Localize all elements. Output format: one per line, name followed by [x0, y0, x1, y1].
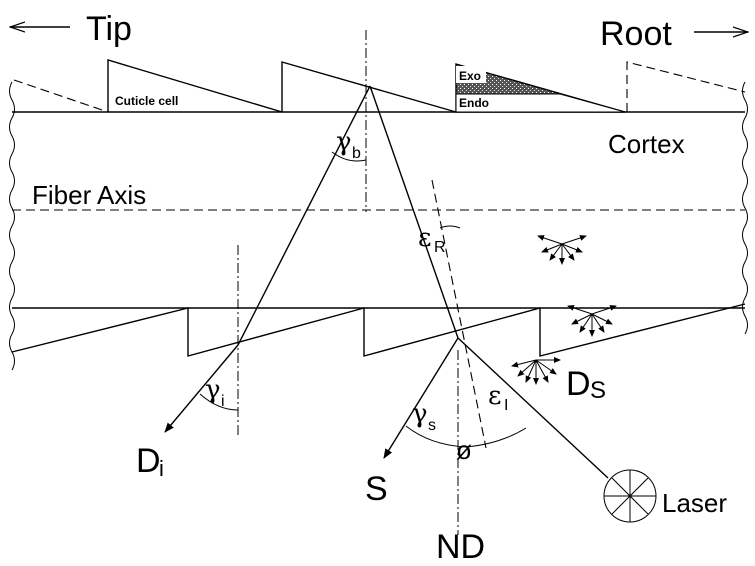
top-cuticle-cell-1 [107, 59, 283, 113]
laser-source: Laser [603, 469, 727, 523]
di-label: D [136, 442, 161, 480]
root-label: Root [600, 15, 672, 53]
epsilon-r-symbol: ε [418, 223, 431, 253]
gamma-s-symbol: γ [412, 399, 428, 429]
ds-label: D [566, 365, 591, 403]
nd-label: ND [436, 528, 485, 566]
di-subscript: i [159, 456, 164, 481]
ray-path [164, 85, 609, 479]
phi-symbol: ø [456, 435, 472, 465]
epsilon-r-arc [439, 225, 461, 229]
cuticle-cell-label: Cuticle cell [115, 94, 178, 108]
exo-label-bg [456, 66, 486, 83]
top-cuticle-dashed-right [626, 61, 746, 112]
epsilon-i-subscript: I [504, 397, 508, 414]
gamma-b-subscript: b [352, 145, 361, 162]
gamma-i-subscript: i [221, 393, 225, 410]
laser-label: Laser [662, 488, 727, 518]
tip-direction: Tip [10, 10, 132, 48]
tip-label: Tip [86, 10, 132, 48]
scatter-fan-ds [511, 357, 561, 385]
scatter-fan-middle [537, 235, 587, 265]
cortex-label: Cortex [608, 129, 685, 159]
gamma-b-arc [331, 151, 367, 162]
refracted-ray [369, 85, 459, 339]
endo-label: Endo [459, 96, 489, 110]
exo-label: Exo [459, 69, 481, 83]
fiber-axis-label: Fiber Axis [32, 180, 146, 210]
gamma-i-symbol: γ [205, 375, 221, 405]
epsilon-i-arc [465, 427, 527, 448]
top-cuticle-dashed-left [13, 79, 109, 113]
gamma-s-subscript: s [428, 417, 436, 434]
gamma-i-arc [199, 393, 239, 411]
bottom-cuticle-sawtooth [11, 303, 746, 357]
top-cuticle: Cuticle cell Exo Endo [13, 59, 746, 113]
s-label: S [365, 470, 388, 508]
s-ray [383, 337, 459, 459]
laser-incident-ray [457, 337, 609, 479]
gamma-b-symbol: γ [336, 127, 352, 157]
scatter-fan-lower [567, 305, 617, 337]
reflected-ray [237, 85, 371, 346]
phi-arc [405, 425, 467, 448]
refracted-extension [431, 179, 487, 449]
epsilon-i-symbol: ε [488, 381, 501, 411]
epsilon-r-subscript: R [434, 239, 446, 256]
top-cuticle-cell-2 [281, 61, 457, 113]
endo-layer [455, 93, 626, 113]
ds-subscript: S [590, 377, 606, 404]
right-cut-edge [742, 81, 748, 335]
left-cut-edge [9, 81, 15, 371]
root-direction: Root [600, 15, 748, 53]
di-ray [164, 344, 239, 433]
bottom-cuticle [11, 303, 746, 357]
